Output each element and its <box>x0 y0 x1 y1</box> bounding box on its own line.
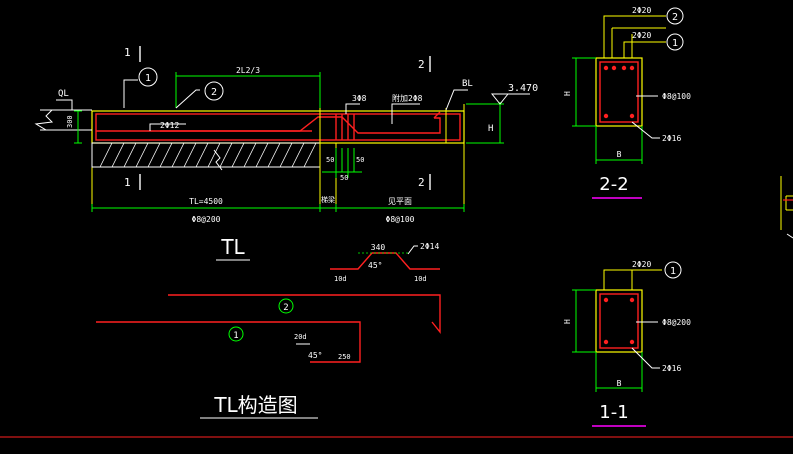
bar-1-angle: 45° <box>308 351 322 360</box>
dim-50-c: 50 <box>340 174 348 182</box>
bl-label: BL <box>462 79 473 89</box>
callout-circle-1 <box>138 67 158 87</box>
leaders <box>56 79 468 131</box>
section-1-1-callout: 1 <box>670 266 676 277</box>
section-2-2-stirrup-label: Φ8@100 <box>662 92 691 101</box>
offscreen-fragment <box>780 176 793 239</box>
section-2-2-h: H <box>563 91 572 96</box>
section-1-1-dims <box>572 289 643 392</box>
section-2-2-b: B <box>617 150 622 159</box>
elevation-caption: TL <box>220 235 245 259</box>
section-2-2-leaders <box>603 15 666 58</box>
bar-2-callout: 2 <box>283 303 288 313</box>
section-1-1-bars <box>603 297 635 345</box>
section-1-1-h: H <box>563 319 572 324</box>
bar-shapes: 340 2Φ14 10d 10d 45° 2 1 20d 250 45° TL构… <box>96 242 441 419</box>
callout-2-text: 2 <box>211 87 217 98</box>
span-mid-label: 梯梁 <box>321 195 335 204</box>
section-2-2: 2 1 2Φ20 2Φ20 Φ8@100 2Φ16 H B 2-2 <box>563 6 691 199</box>
level-symbol <box>490 93 530 105</box>
top-bar-label: 3Φ8 <box>352 94 367 103</box>
callout-1-text: 1 <box>145 73 151 84</box>
span-right-label: 见平面 <box>388 197 412 206</box>
section-1-1: 1 2Φ20 Φ8@200 2Φ16 H B 1-1 <box>563 260 691 427</box>
h-label: H <box>488 124 493 134</box>
section-2-2-bar-mid: 2Φ20 <box>632 31 651 40</box>
bent-bar-dim: 340 <box>371 243 386 252</box>
dim-300-label: 300 <box>66 115 74 128</box>
ql-label: QL <box>58 89 69 99</box>
section-2-2-outline <box>595 57 643 127</box>
section-1-top: 1 <box>124 46 131 59</box>
dimension-lines <box>74 72 504 212</box>
section-2-2-bar-top: 2Φ20 <box>632 6 651 15</box>
stirrup-left-label: Φ8@200 <box>192 215 221 224</box>
section-1-1-caption: 1-1 <box>599 402 628 423</box>
section-1-1-bar-top: 2Φ20 <box>632 260 651 269</box>
bar-1-shape <box>96 321 361 363</box>
section-2-bottom: 2 <box>418 176 425 189</box>
bent-bar-left: 10d <box>334 275 347 283</box>
rebar-lines <box>95 111 461 141</box>
bar-1-hook: 20d <box>294 333 307 341</box>
dim-50-a: 50 <box>326 156 334 164</box>
section-2-2-stirrup <box>599 61 639 123</box>
section-2-2-callout-mid: 1 <box>672 38 678 49</box>
bent-bar <box>330 252 440 270</box>
bent-bar-label: 2Φ14 <box>420 242 439 251</box>
slab-hatch <box>91 142 321 171</box>
bent-bar-angle: 45° <box>368 261 382 270</box>
section-1-bottom: 1 <box>124 176 131 189</box>
bar-1-callout: 1 <box>233 331 238 341</box>
section-2-2-dims <box>572 57 643 164</box>
section-2-2-bars <box>603 65 635 119</box>
section-2-2-bar-bottom: 2Φ16 <box>662 134 681 143</box>
section-1-1-b: B <box>617 379 622 388</box>
section-1-1-stirrup <box>599 293 639 349</box>
section-2-2-caption: 2-2 <box>599 174 628 195</box>
bottom-bar-label: 2Φ12 <box>160 121 179 130</box>
bar-1-end: 250 <box>338 353 351 361</box>
section-1-1-outline <box>595 289 643 353</box>
beam-outline <box>91 110 465 144</box>
section-2-2-callout-top: 2 <box>672 12 678 23</box>
level-value: 3.470 <box>508 83 538 94</box>
section-1-1-bar-bottom: 2Φ16 <box>662 364 681 373</box>
anchor-bar-label: 附加2Φ8 <box>392 93 423 103</box>
section-1-1-stirrup-label: Φ8@200 <box>662 318 691 327</box>
section-1-1-leaders <box>603 269 662 290</box>
callout-circle-2 <box>204 81 224 101</box>
break-line <box>34 109 54 131</box>
bar-2-callout-circle <box>278 298 294 314</box>
bar-2-shape <box>168 294 441 334</box>
span-label: TL=4500 <box>189 197 223 206</box>
dim-top-label: 2L2/3 <box>236 66 260 75</box>
bar-1-callout-circle <box>228 326 244 342</box>
beam-elevation: QL 1 2 2L2/3 2Φ12 3Φ8 附加2Φ8 BL 3.470 H 3… <box>34 46 538 261</box>
stirrup-right-label: Φ8@100 <box>386 215 415 224</box>
drawing-title: TL构造图 <box>213 393 297 417</box>
section-cut-marks <box>139 46 431 190</box>
bent-bar-right: 10d <box>414 275 427 283</box>
dim-50-b: 50 <box>356 156 364 164</box>
section-2-top: 2 <box>418 58 425 71</box>
